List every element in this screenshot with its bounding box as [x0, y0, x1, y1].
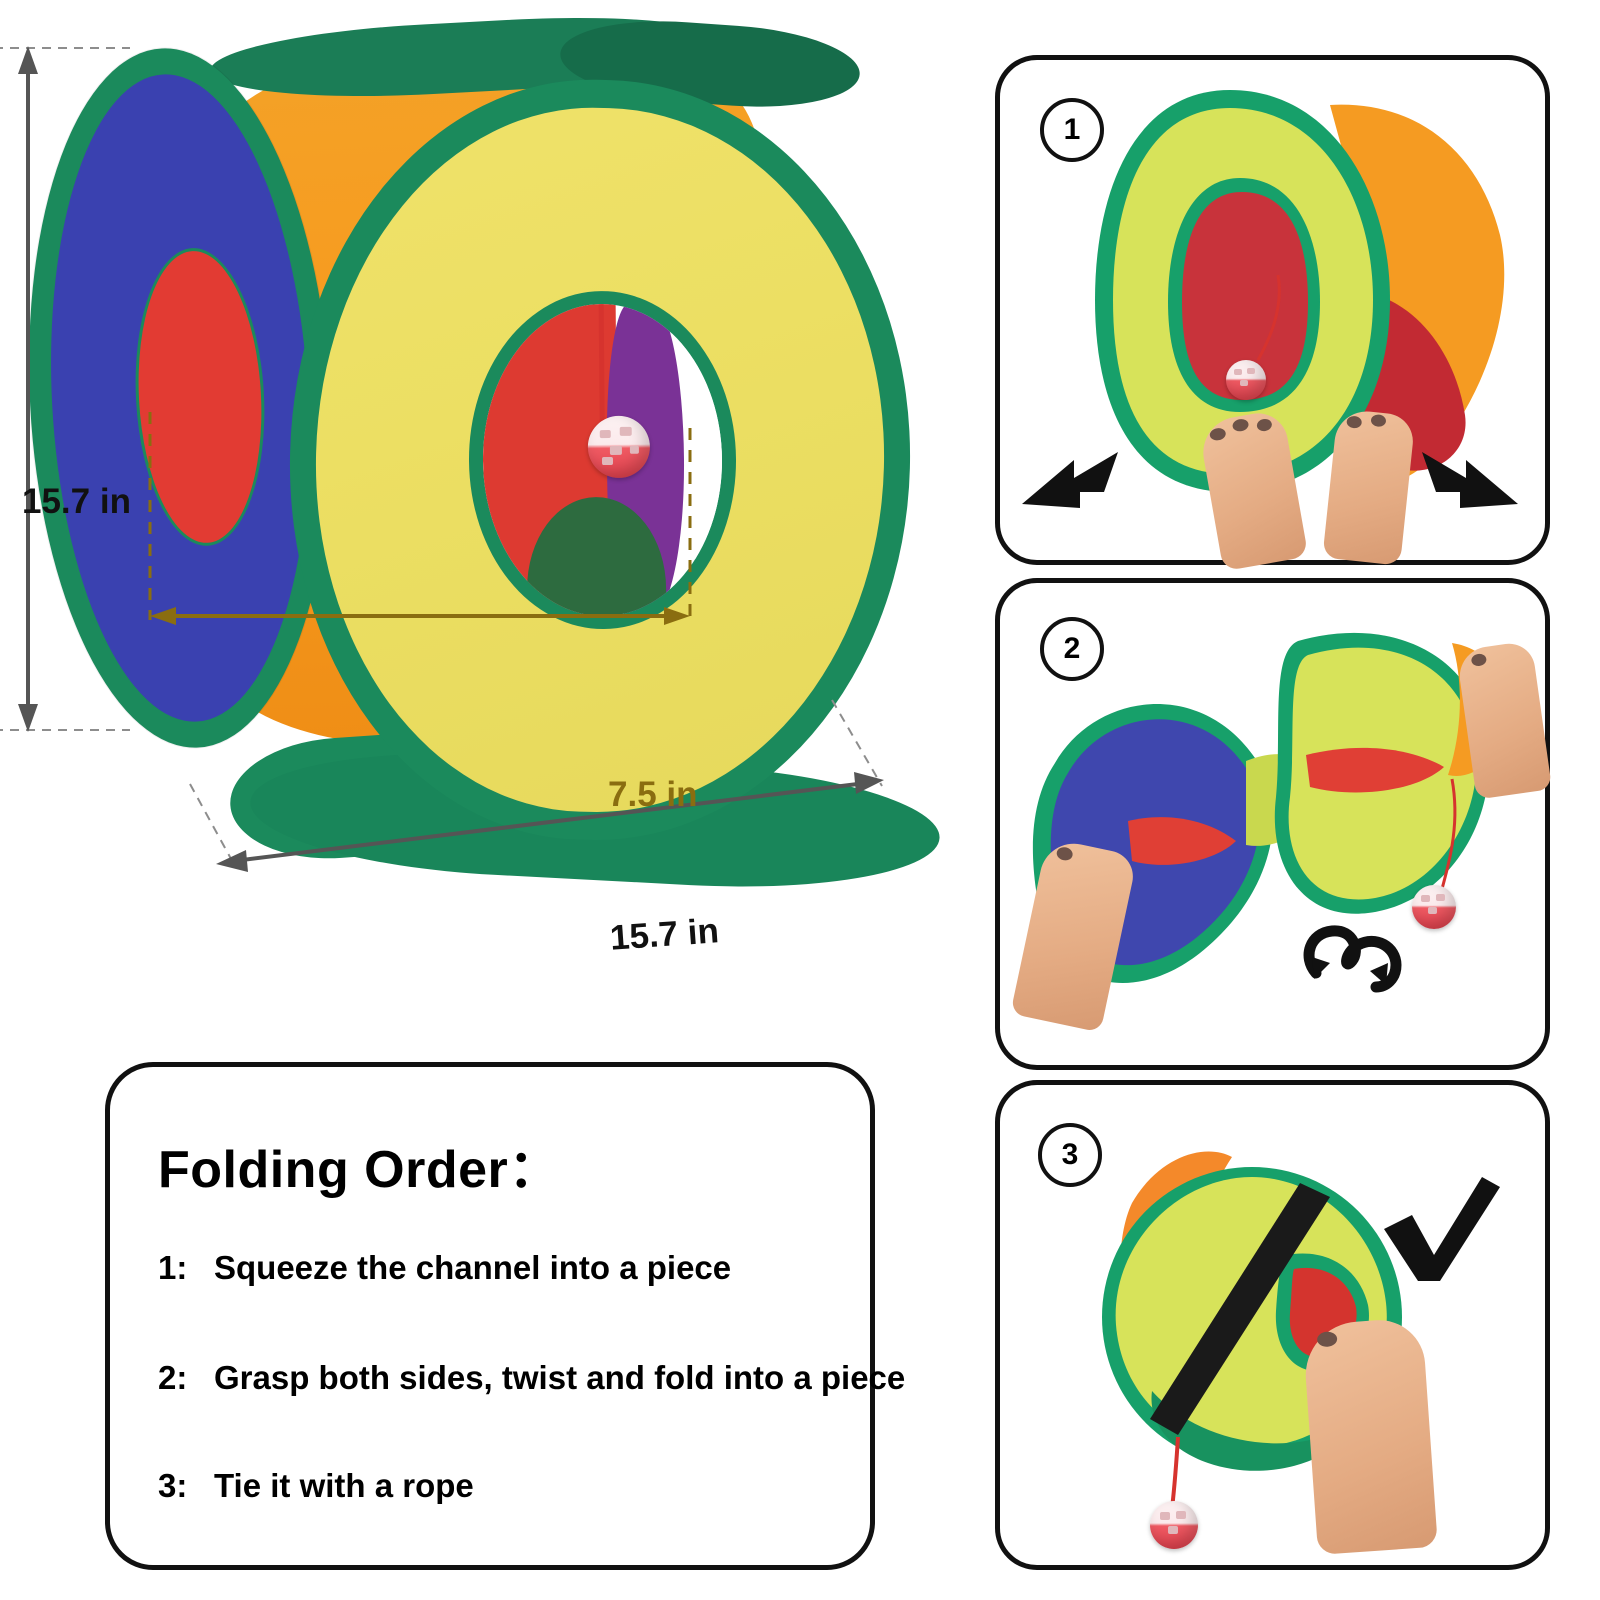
- bell-ball-icon: [1150, 1501, 1198, 1549]
- bell-ball-icon: [1226, 360, 1266, 400]
- twist-rotate-icon: [1303, 925, 1402, 993]
- folding-step-1-number: 1:: [158, 1249, 188, 1286]
- dimension-depth-label: 15.7 in: [608, 911, 721, 958]
- folding-step-3-number: 3:: [158, 1467, 188, 1504]
- dimension-opening-label: 7.5 in: [608, 775, 698, 814]
- step-panel-3: 3: [995, 1080, 1550, 1570]
- dimension-opening-width: [148, 412, 692, 625]
- folding-step-3-text: Tie it with a rope: [214, 1467, 474, 1504]
- arrow-left-icon: [1422, 452, 1518, 508]
- step-panel-1: 1: [995, 55, 1550, 572]
- bell-ball-icon: [1412, 885, 1456, 929]
- dimension-depth: [189, 699, 884, 872]
- folding-step-2: 2: Grasp both sides, twist and fold into …: [158, 1359, 905, 1397]
- step-badge-1: 1: [1040, 98, 1104, 162]
- hand-icon-right: [1322, 408, 1416, 566]
- folding-order-title: Folding Order：: [158, 1141, 561, 1199]
- step-panel-2: 2: [995, 578, 1553, 1070]
- folding-step-1-text: Squeeze the channel into a piece: [214, 1249, 732, 1286]
- step-badge-3: 3: [1038, 1123, 1102, 1187]
- folding-step-2-number: 2:: [158, 1359, 188, 1396]
- dimension-height-label: 15.7 in: [22, 482, 131, 521]
- arrow-right-icon: [1022, 452, 1118, 508]
- step-badge-2: 2: [1040, 617, 1104, 681]
- folding-step-2-text: Grasp both sides, twist and fold into a …: [214, 1359, 906, 1396]
- folding-order-box: Folding Order： 1: Squeeze the channel int…: [105, 1062, 905, 1570]
- folding-step-3: 3: Tie it with a rope: [158, 1467, 474, 1505]
- dimension-height: [0, 46, 130, 732]
- checkmark-icon: [1384, 1177, 1500, 1281]
- product-photo-main: [0, 0, 943, 898]
- folding-step-1: 1: Squeeze the channel into a piece: [158, 1249, 731, 1287]
- step-1-illustration: [1095, 90, 1505, 492]
- hand-icon: [1302, 1317, 1438, 1555]
